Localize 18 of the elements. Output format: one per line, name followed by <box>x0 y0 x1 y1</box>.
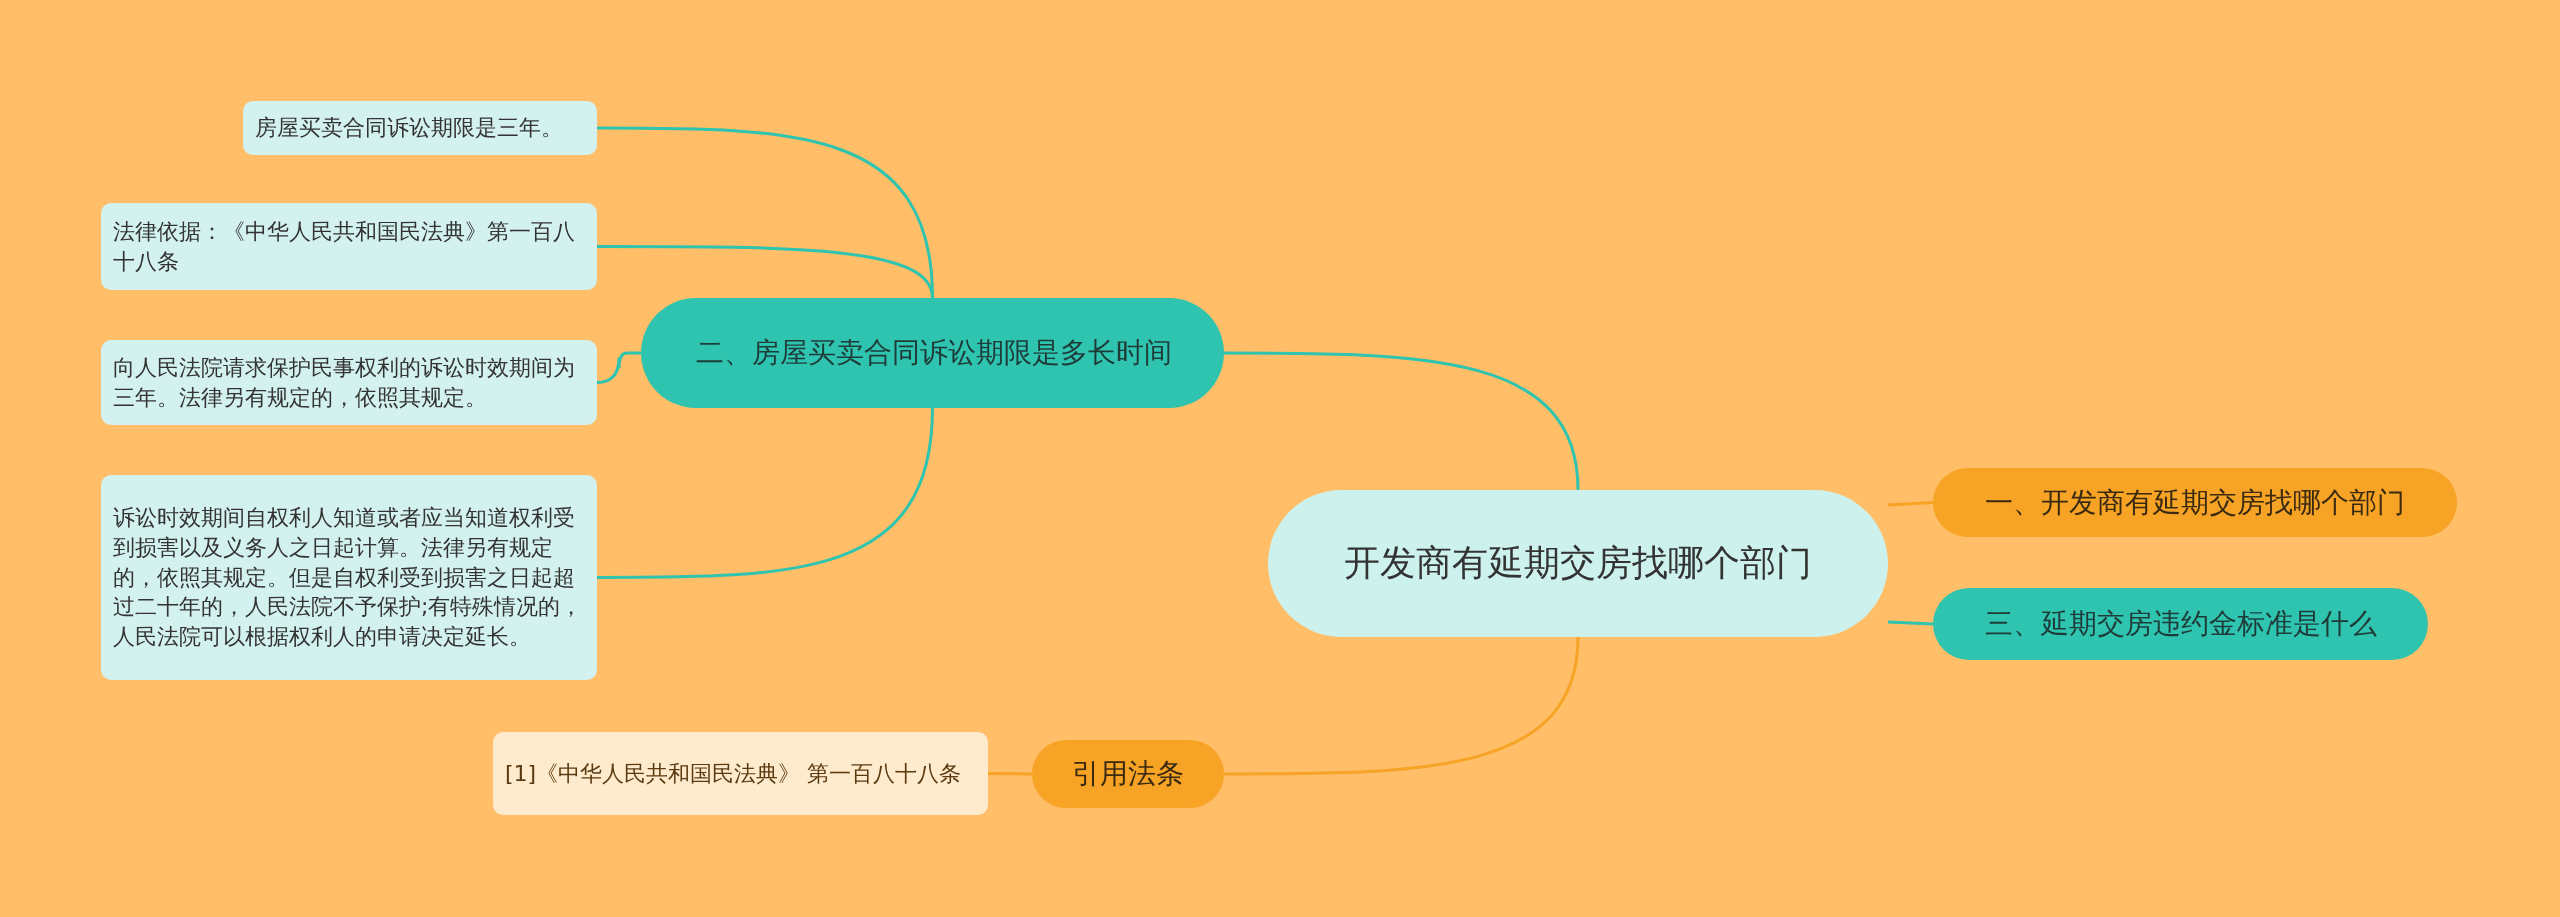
connector-line <box>597 407 934 579</box>
connector-line <box>596 351 641 384</box>
connector-line <box>597 245 934 299</box>
topic-box: 一、开发商有延期交房找哪个部门 <box>1933 468 2457 537</box>
connector-line <box>1224 636 1580 776</box>
connector-line <box>988 772 1032 776</box>
note-box: 向人民法院请求保护民事权利的诉讼时效期间为三年。法律另有规定的，依照其规定。 <box>101 340 597 425</box>
connector-line <box>1887 501 1934 507</box>
topic-box: 二、房屋买卖合同诉讼期限是多长时间 <box>641 298 1224 408</box>
citation-box: [1]《中华人民共和国民法典》 第一百八十八条 <box>493 732 988 815</box>
topic-box: 引用法条 <box>1032 740 1224 808</box>
connector-line <box>1224 351 1580 491</box>
connector-line <box>1887 620 1934 626</box>
central-topic: 开发商有延期交房找哪个部门 <box>1268 490 1888 637</box>
topic-box: 三、延期交房违约金标准是什么 <box>1933 588 2428 660</box>
note-box: 房屋买卖合同诉讼期限是三年。 <box>243 101 597 155</box>
note-box: 诉讼时效期间自权利人知道或者应当知道权利受到损害以及义务人之日起计算。法律另有规定的，依照其规定。但是自权利受到损害之日起超过二十年的，人民法院不予保护;有特殊情况的，人民法院可以根据权利人的申请决定延长。 <box>101 475 597 680</box>
note-box: 法律依据：《中华人民共和国民法典》第一百八十八条 <box>101 203 597 290</box>
